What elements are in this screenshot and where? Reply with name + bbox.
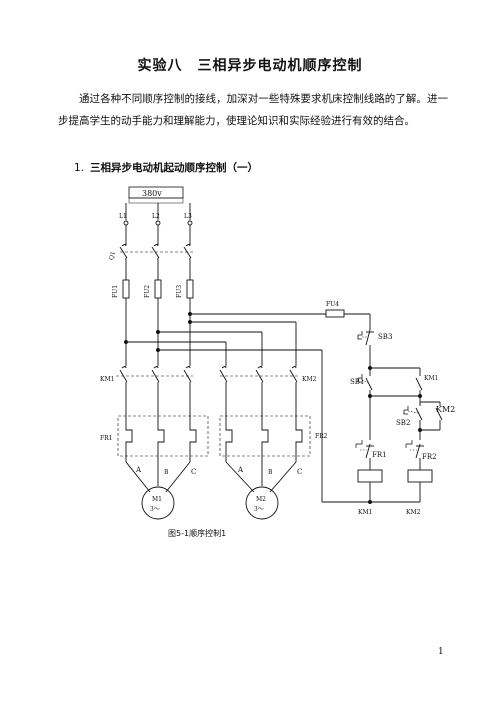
section-number: 1. bbox=[74, 162, 85, 174]
figure-caption: 图5-1顺序控制1 bbox=[168, 529, 227, 538]
km1-hold-label: KM1 bbox=[424, 375, 438, 382]
motor-m2-name: M2 bbox=[256, 496, 266, 503]
km1-hold-contact bbox=[415, 368, 423, 396]
fuse-label-2: FU2 bbox=[144, 285, 151, 298]
line-label-3: L3 bbox=[184, 213, 192, 220]
km1-main-contacts bbox=[116, 366, 193, 383]
ctrl-fr1-label: FR1 bbox=[372, 451, 387, 459]
section-heading: 1. 三相异步电动机起动顺序控制（一） bbox=[74, 160, 258, 175]
start-button-sb1 bbox=[357, 368, 373, 391]
fuse-fu4 bbox=[325, 309, 345, 318]
m2-phase-a: A bbox=[237, 466, 244, 474]
coil-km1-label: KM1 bbox=[358, 509, 372, 516]
overload-fr1 bbox=[117, 415, 209, 457]
fuse-fu2 bbox=[154, 279, 162, 299]
motor-m1-type: 3～ bbox=[150, 506, 160, 513]
fr2-nc-contact bbox=[405, 440, 424, 459]
km1-main-label: KM1 bbox=[100, 376, 114, 383]
motor-m2 bbox=[245, 486, 279, 520]
coil-km1 bbox=[357, 469, 383, 483]
fr1-label: FR1 bbox=[100, 435, 113, 442]
start-button-sb2 bbox=[403, 402, 423, 421]
m1-phase-a: A bbox=[135, 466, 142, 474]
sb2-label: SB2 bbox=[396, 419, 410, 427]
sb1-label: SB1 bbox=[350, 378, 364, 386]
page-title: 实验八 三相异步电动机顺序控制 bbox=[137, 58, 363, 74]
m1-phase-c: C bbox=[191, 468, 196, 476]
m2-phase-b: B bbox=[268, 469, 273, 476]
fuse-fu1 bbox=[122, 279, 130, 299]
breaker-label: Q1 bbox=[108, 251, 117, 261]
sb3-label: SB3 bbox=[378, 333, 392, 341]
line-label-2: L2 bbox=[152, 213, 160, 220]
supply-label: 380v bbox=[142, 189, 162, 198]
coil-km2-label: KM2 bbox=[406, 509, 421, 516]
fr2-label: FR2 bbox=[315, 433, 328, 440]
fuse-label-4: FU4 bbox=[326, 301, 339, 308]
section-title: 三相异步电动机起动顺序控制（一） bbox=[90, 162, 259, 174]
m1-phase-b: B bbox=[164, 469, 169, 476]
fr1-nc-contact bbox=[355, 440, 374, 459]
breaker-q1 bbox=[119, 244, 193, 259]
fuse-label-1: FU1 bbox=[112, 285, 119, 298]
km2-main-contacts bbox=[219, 366, 300, 383]
motor-m2-type: 3～ bbox=[254, 506, 264, 513]
line-label-1: L1 bbox=[119, 213, 127, 220]
ctrl-fr2-label: FR2 bbox=[422, 453, 437, 461]
stop-button-sb3 bbox=[357, 329, 374, 346]
motor-m1-name: M1 bbox=[152, 496, 162, 503]
km2-hold-contact bbox=[435, 402, 443, 430]
km2-hold-label: KM2 bbox=[436, 405, 455, 414]
coil-km2 bbox=[407, 469, 433, 483]
fuse-fu3 bbox=[186, 279, 194, 299]
motor-m1 bbox=[141, 486, 175, 520]
overload-fr2 bbox=[219, 415, 311, 457]
fuse-label-3: FU3 bbox=[176, 285, 183, 298]
m2-phase-c: C bbox=[297, 468, 302, 476]
page-number: 1 bbox=[438, 647, 444, 657]
km2-main-label: KM2 bbox=[302, 376, 317, 383]
intro-paragraph: 通过各种不同顺序控制的接线，加深对一些特殊要求机床控制线路的了解。进一步提高学生… bbox=[58, 93, 448, 127]
